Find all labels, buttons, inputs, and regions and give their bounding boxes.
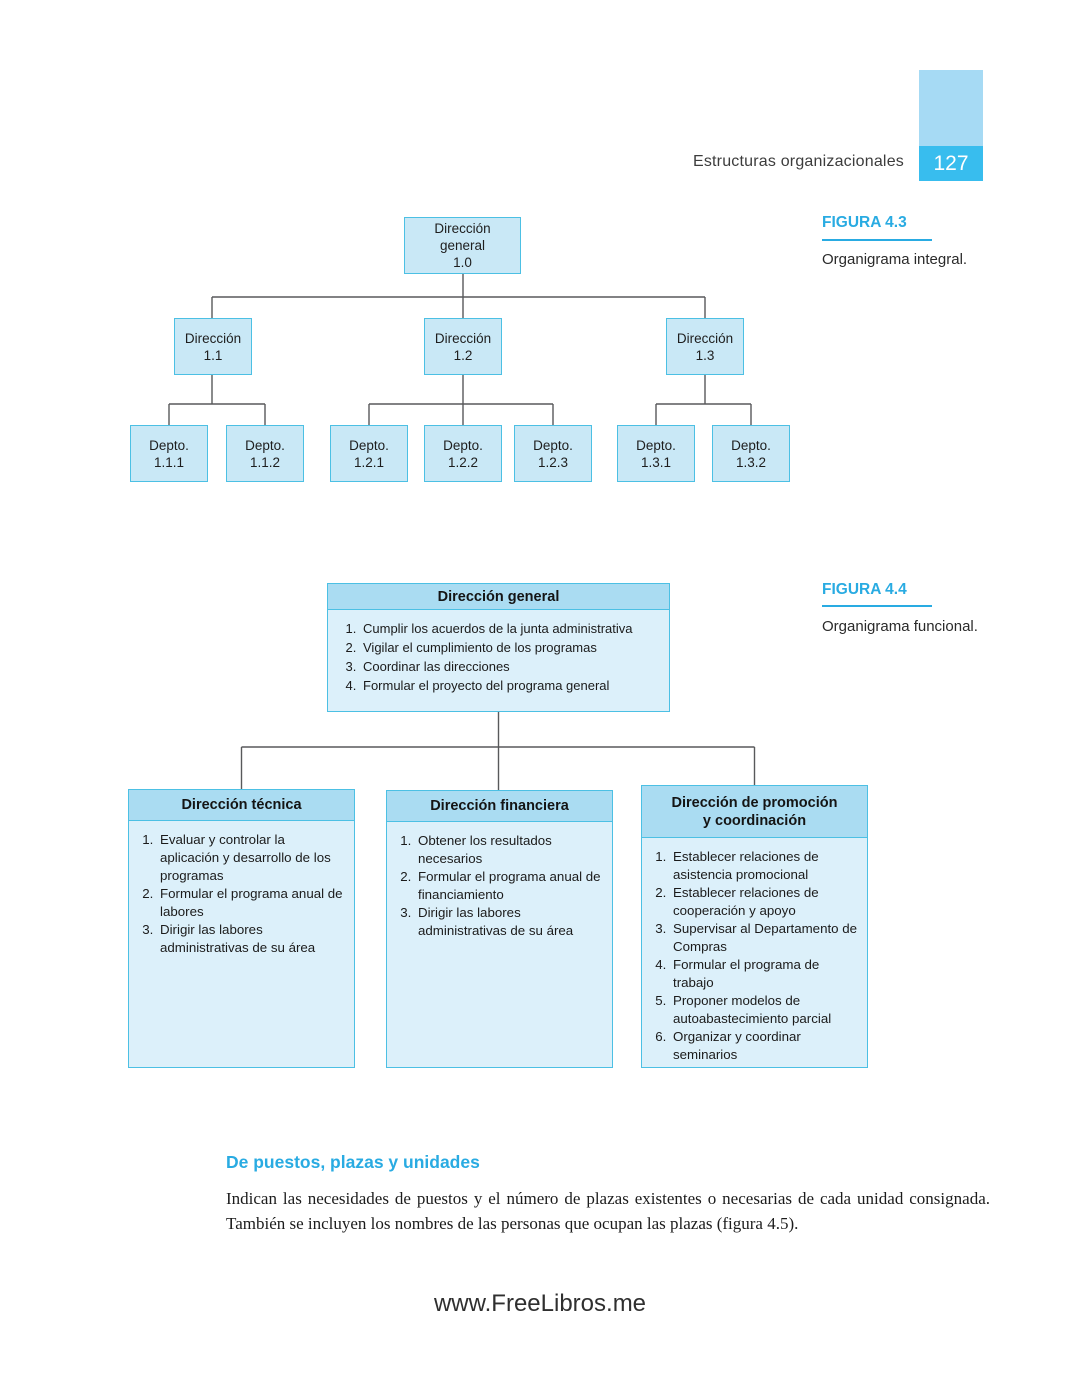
func-box-direccion-tecnica-list: Evaluar y controlar la aplicación y desa…: [129, 821, 354, 957]
list-item: Establecer relaciones de cooperación y a…: [670, 884, 859, 920]
list-item: Proponer modelos de autoabastecimiento p…: [670, 992, 859, 1028]
list-item: Organizar y coordinar seminarios: [670, 1028, 859, 1064]
list-item: Vigilar el cumplimiento de los programas: [360, 638, 661, 657]
func-box-direccion-general: Dirección general Cumplir los acuerdos d…: [327, 583, 670, 712]
func-box-direccion-financiera-list: Obtener los resultados necesarios Formul…: [387, 822, 612, 940]
body-paragraph: Indican las necesidades de puestos y el …: [226, 1189, 990, 1233]
figure-4-3-label: FIGURA 4.3: [822, 214, 907, 231]
footer-watermark: www.FreeLibros.me: [433, 1290, 647, 1317]
org-node-direccion-general-1-0: Dirección general 1.0: [404, 217, 521, 274]
func-box-direccion-financiera: Dirección financiera Obtener los resulta…: [386, 790, 613, 1068]
list-item: Evaluar y controlar la aplicación y desa…: [157, 831, 346, 885]
list-item: Dirigir las labores administrativas de s…: [157, 921, 346, 957]
func-box-direccion-tecnica-title: Dirección técnica: [129, 790, 354, 821]
list-item: Formular el programa de trabajo: [670, 956, 859, 992]
list-item: Cumplir los acuerdos de la junta adminis…: [360, 619, 661, 638]
list-item: Establecer relaciones de asistencia prom…: [670, 848, 859, 884]
func-box-direccion-general-list: Cumplir los acuerdos de la junta adminis…: [328, 610, 669, 695]
org-node-depto-1-3-1: Depto. 1.3.1: [617, 425, 695, 482]
org-node-depto-1-2-2: Depto. 1.2.2: [424, 425, 502, 482]
func-box-direccion-promocion-title: Dirección de promoción y coordinación: [642, 786, 867, 838]
list-item: Formular el proyecto del programa genera…: [360, 676, 661, 695]
org-node-depto-1-2-3: Depto. 1.2.3: [514, 425, 592, 482]
org-node-direccion-1-2: Dirección 1.2: [424, 318, 502, 375]
section-heading: De puestos, plazas y unidades: [226, 1152, 480, 1172]
org-node-depto-1-1-2: Depto. 1.1.2: [226, 425, 304, 482]
figure-4-4-rule: [822, 605, 932, 607]
func-box-direccion-promocion: Dirección de promoción y coordinación Es…: [641, 785, 868, 1068]
list-item: Coordinar las direcciones: [360, 657, 661, 676]
page-tab-decoration: [919, 70, 983, 146]
page-number: 127: [919, 146, 983, 181]
func-box-direccion-general-title: Dirección general: [328, 584, 669, 610]
figure-4-3-rule: [822, 239, 932, 241]
figure-4-3-caption: Organigrama integral.: [822, 251, 968, 268]
list-item: Obtener los resultados necesarios: [415, 832, 604, 868]
org-node-depto-1-1-1: Depto. 1.1.1: [130, 425, 208, 482]
figure-4-4-caption: Organigrama funcional.: [822, 618, 978, 635]
org-node-direccion-1-3: Dirección 1.3: [666, 318, 744, 375]
org-node-depto-1-2-1: Depto. 1.2.1: [330, 425, 408, 482]
org-node-depto-1-3-2: Depto. 1.3.2: [712, 425, 790, 482]
func-box-direccion-promocion-list: Establecer relaciones de asistencia prom…: [642, 838, 867, 1064]
func-box-direccion-financiera-title: Dirección financiera: [387, 791, 612, 822]
list-item: Formular el programa anual de labores: [157, 885, 346, 921]
org-node-direccion-1-1: Dirección 1.1: [174, 318, 252, 375]
list-item: Supervisar al Departamento de Compras: [670, 920, 859, 956]
figure-4-4-label: FIGURA 4.4: [822, 581, 907, 598]
running-head: Estructuras organizacionales: [692, 153, 904, 170]
list-item: Dirigir las labores administrativas de s…: [415, 904, 604, 940]
func-box-direccion-tecnica: Dirección técnica Evaluar y controlar la…: [128, 789, 355, 1068]
list-item: Formular el programa anual de financiami…: [415, 868, 604, 904]
